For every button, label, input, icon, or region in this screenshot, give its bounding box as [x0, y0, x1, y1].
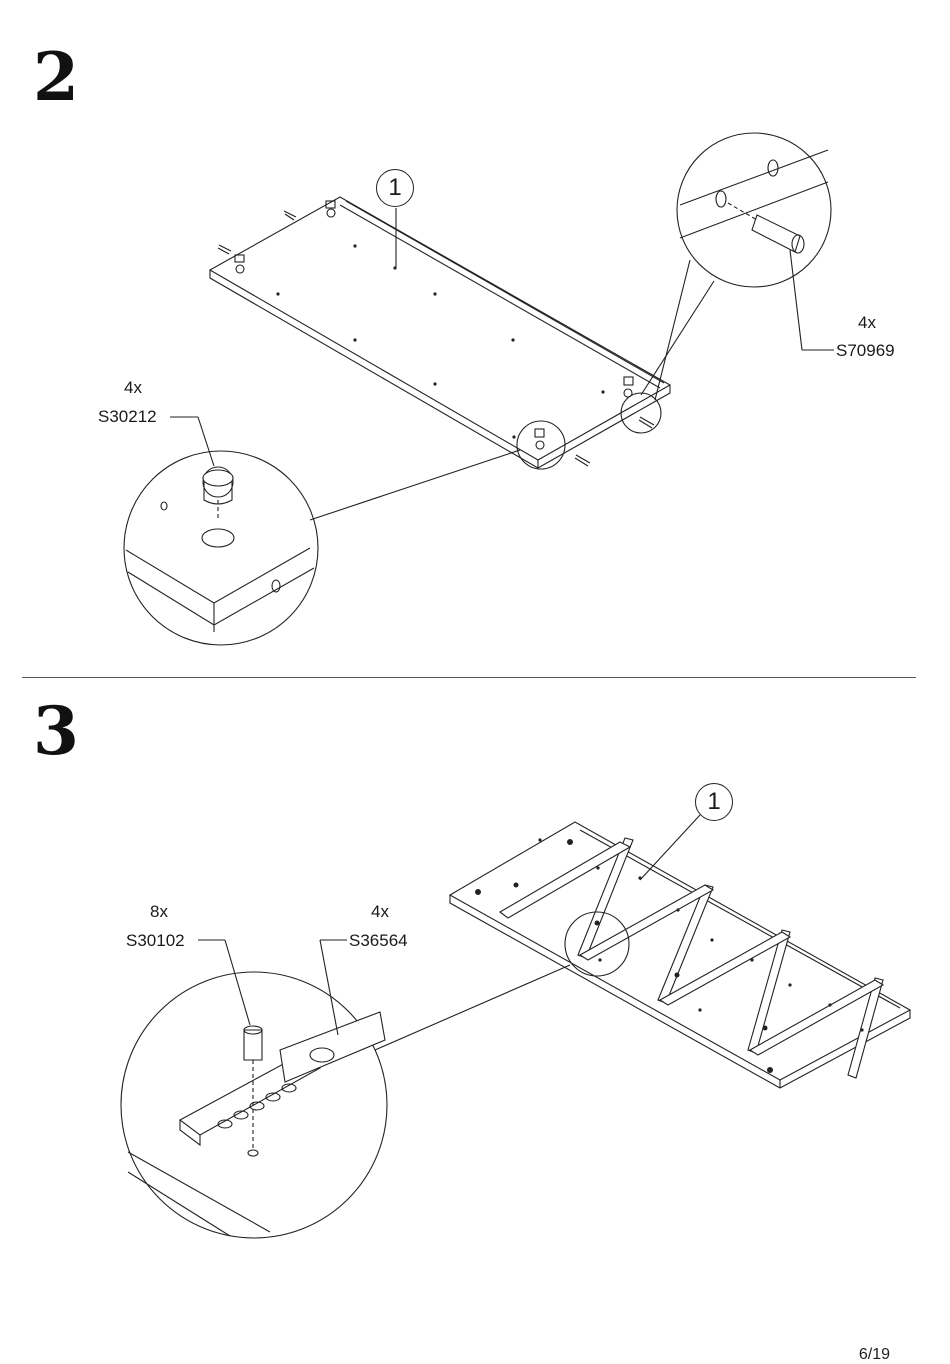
code-s36564: S36564 [349, 932, 408, 949]
part-number: 1 [376, 169, 414, 207]
page-number: 6/19 [859, 1346, 890, 1364]
part-callout-1-step2: 1 [376, 169, 416, 209]
qty-s36564: 4x [371, 903, 389, 920]
panel-step2 [210, 197, 670, 469]
part-number: 1 [695, 783, 733, 821]
code-s30102: S30102 [126, 932, 185, 949]
code-s30212: S30212 [98, 408, 157, 425]
detail-slide [121, 940, 570, 1238]
part-callout-1-step3: 1 [695, 783, 735, 823]
qty-s70969: 4x [858, 314, 876, 331]
code-s70969: S70969 [836, 342, 895, 359]
qty-s30212: 4x [124, 379, 142, 396]
qty-s30102: 8x [150, 903, 168, 920]
detail-dowel [641, 133, 834, 400]
panel-step3 [450, 815, 910, 1088]
detail-cam [124, 417, 520, 645]
